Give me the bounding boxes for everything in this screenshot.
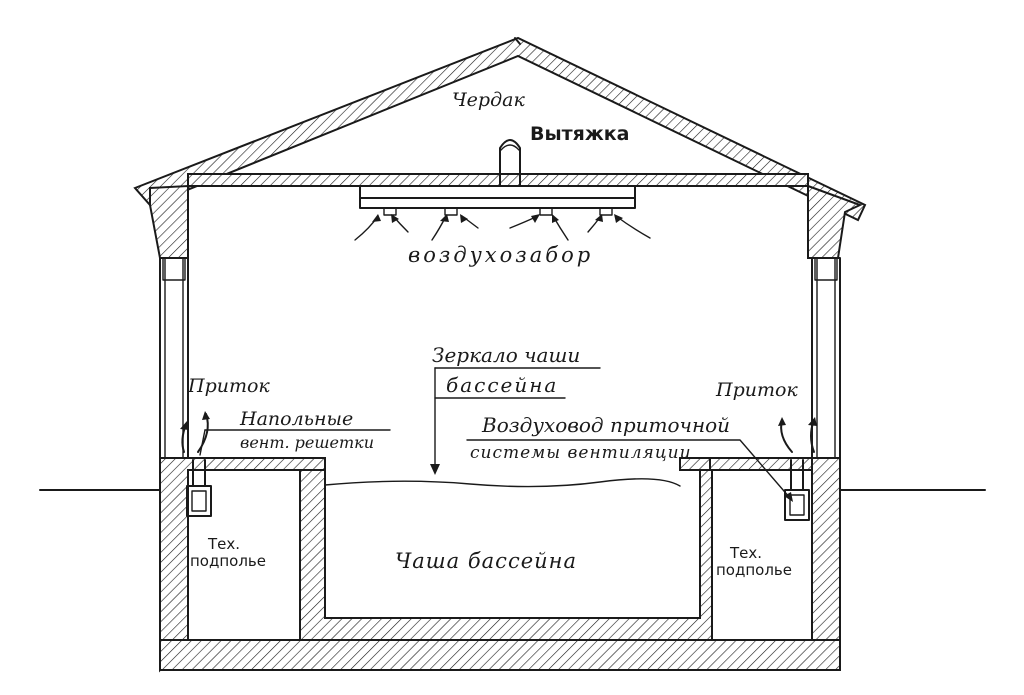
supply-arrows-left: [180, 411, 210, 453]
exhaust-pipe: [499, 139, 521, 187]
air-intake-arrows: [354, 214, 651, 241]
supply-arrows-right: [778, 417, 817, 453]
label-pool-surface-1: Зеркало чаши: [432, 343, 580, 367]
label-tech-left-2: подполье: [190, 552, 266, 570]
label-pool-surface-2: бассейна: [446, 373, 558, 397]
leader-lines: [199, 367, 793, 502]
label-tech-right-1: Тех.: [729, 544, 762, 562]
label-pool-bowl: Чаша бассейна: [395, 549, 577, 573]
ceiling-slab: [187, 173, 809, 187]
label-attic: Чердак: [452, 89, 525, 111]
foundation: [159, 457, 841, 673]
roof: [133, 36, 867, 222]
ground-line: [39, 478, 986, 491]
label-tech-left-1: Тех.: [207, 535, 240, 553]
label-supply-duct-1: Воздуховод приточной: [481, 413, 730, 437]
label-supply-right: Приток: [715, 379, 798, 401]
right-duct-box: [784, 459, 810, 521]
label-air-intake: воздухозабор: [408, 243, 593, 267]
label-supply-left: Приток: [187, 375, 270, 397]
left-duct-box: [186, 459, 212, 517]
label-supply-duct-2: системы вентиляции: [470, 443, 692, 463]
label-floor-grilles-2: вент. решетки: [240, 433, 374, 452]
label-tech-right-2: подполье: [716, 561, 792, 579]
label-exhaust: Вытяжка: [530, 123, 630, 145]
label-floor-grilles-1: Напольные: [239, 408, 353, 430]
right-wall: [811, 257, 841, 459]
exhaust-duct: [359, 185, 636, 216]
